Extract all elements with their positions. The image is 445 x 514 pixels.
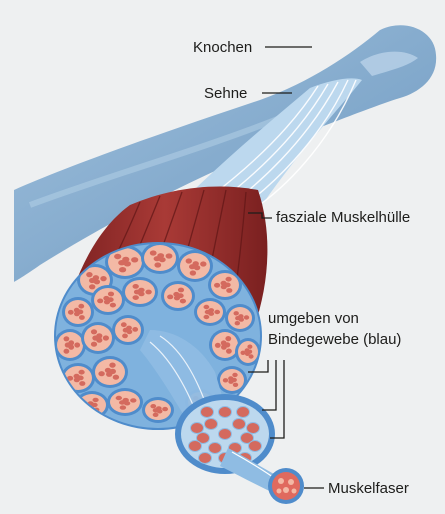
fascicle-7 bbox=[91, 285, 125, 315]
fascicle-18 bbox=[92, 356, 128, 388]
fiber-cell-8 bbox=[219, 407, 232, 418]
muscle-fiber bbox=[268, 468, 304, 504]
fiber-cell-12 bbox=[249, 441, 262, 452]
fascicle-11 bbox=[225, 304, 255, 332]
fascicle-10 bbox=[194, 298, 226, 326]
label-fascia: fasziale Muskelhülle bbox=[276, 209, 410, 226]
fiber-cell-11 bbox=[189, 441, 202, 452]
label-connective-line1: umgeben von bbox=[268, 310, 359, 327]
fascicle-3 bbox=[141, 242, 179, 274]
fiber-cell-6 bbox=[209, 443, 222, 454]
fiber-cell-15 bbox=[237, 407, 250, 418]
fascicle-8 bbox=[122, 277, 158, 307]
fascicle-12 bbox=[54, 329, 86, 361]
fascicle-22 bbox=[142, 397, 174, 423]
fiber-cell-14 bbox=[201, 407, 214, 418]
fascicle-6 bbox=[62, 297, 94, 327]
fiber-cell-16 bbox=[199, 453, 212, 464]
label-fiber: Muskelfaser bbox=[328, 480, 409, 497]
fiber-cell-10 bbox=[247, 423, 260, 434]
fascicle-14 bbox=[112, 315, 144, 345]
label-tendon: Sehne bbox=[204, 85, 247, 102]
fiber-cell-2 bbox=[205, 419, 218, 430]
label-bone: Knochen bbox=[193, 39, 252, 56]
fascicle-9 bbox=[161, 281, 195, 311]
fiber-cell-1 bbox=[219, 429, 232, 440]
fascicle-13 bbox=[81, 322, 115, 354]
label-connective-line2: Bindegewebe (blau) bbox=[268, 331, 401, 348]
fascicle-21 bbox=[107, 388, 143, 416]
fiber-cell-3 bbox=[233, 419, 246, 430]
fiber-cell-9 bbox=[191, 423, 204, 434]
